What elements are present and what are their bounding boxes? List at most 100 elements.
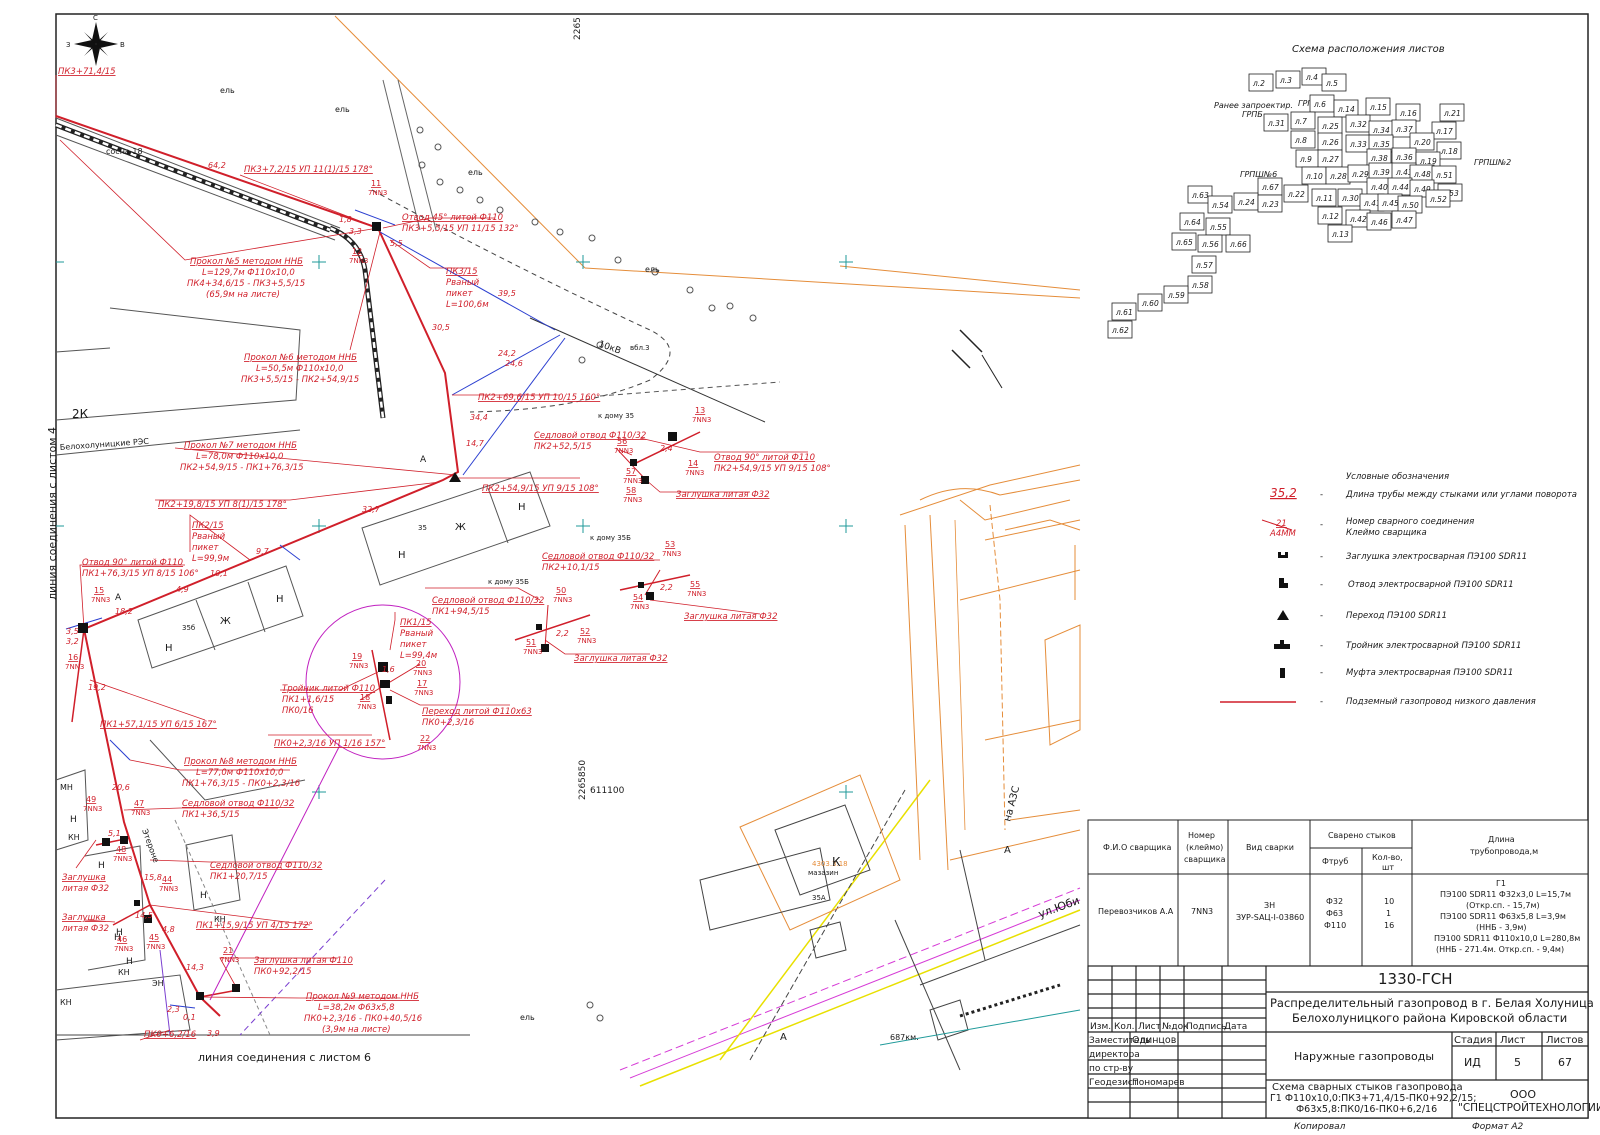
- pk-label: ПК2+54,9/15 УП 9/15 108°: [714, 464, 831, 474]
- keymap-sheet-box: [1263, 113, 1289, 132]
- weld-stamp: 7NN3: [146, 943, 165, 951]
- keymap-sheet-label: л.2: [1252, 79, 1265, 88]
- keymap-sheet-label: л.26: [1321, 138, 1339, 147]
- keymap-sheet: л.56: [1197, 234, 1223, 253]
- label-tree: ель: [335, 105, 350, 114]
- keymap-sheet-box: [1248, 73, 1274, 92]
- bld: Н: [200, 891, 207, 901]
- keymap-sheet-label: л.33: [1349, 140, 1367, 149]
- pipe-length: 3,2: [66, 637, 79, 646]
- title-block: 1330-ГСН Распределительный газопровод в …: [1087, 965, 1600, 1132]
- keymap-sheet-label: л.61: [1115, 308, 1133, 317]
- keymap-sheet-box: [1317, 206, 1343, 225]
- sign-name: Одинцов: [1132, 1035, 1177, 1046]
- legend-dash: -: [1320, 611, 1323, 621]
- th-len: Длина: [1488, 835, 1515, 844]
- bld: Н: [276, 594, 284, 605]
- pipe-length: 32,7: [362, 505, 381, 514]
- pk-label: ПК1+57,1/15 УП 6/15 167°: [100, 720, 217, 730]
- compass-n: С: [93, 14, 98, 22]
- weld-number: 58: [626, 486, 636, 495]
- fitting-label: Седловой отвод Ф110/32: [534, 431, 646, 441]
- keymap-sheet-label: л.56: [1201, 240, 1219, 249]
- keymap-sheet-box: [1163, 285, 1189, 304]
- pk-label: L=99,9м: [192, 554, 230, 564]
- pipe-length: 14,3: [186, 963, 204, 972]
- hdd-label: Прокол №5 методом ННБ: [190, 257, 303, 267]
- len-line: ПЭ100 SDR11 Ф63х5,8 L=3,9м: [1440, 912, 1566, 921]
- keymap-sheet: л.15: [1365, 97, 1391, 116]
- keymap-sheet-label: л.39: [1372, 168, 1390, 177]
- len-line: (ННБ - 3,9м): [1476, 923, 1527, 932]
- keymap-sheet-label: л.59: [1167, 291, 1185, 300]
- keymap-sheet: л.31: [1263, 113, 1289, 132]
- label-pine: сосна 18: [106, 147, 143, 156]
- pk-label: ПК2+54,9/15 УП 9/15 108°: [482, 484, 599, 494]
- pipe-length: 20,6: [112, 783, 130, 792]
- pipe-length: 14,5: [135, 911, 153, 920]
- pk-label: ПК0+92,2/15: [254, 967, 312, 977]
- weld-stamp: 7NN3: [623, 477, 642, 485]
- fitting-label: Заглушка: [62, 913, 106, 923]
- weld-number: 18: [360, 693, 370, 702]
- keymap-sheet: л.65: [1171, 232, 1197, 251]
- weld-number: 56: [617, 437, 627, 446]
- keymap-grp: ГРПШ№6: [1240, 170, 1277, 179]
- keymap-sheet-label: л.37: [1395, 125, 1413, 134]
- drawing-title: Г1 Ф110х10,0:ПК3+71,4/15-ПК0+92,2/15;: [1270, 1093, 1476, 1104]
- th-stamp: сварщика: [1184, 855, 1226, 864]
- th-count: Кол-во,: [1372, 853, 1403, 862]
- keymap-sheet-box: [1111, 302, 1137, 321]
- len-line: ПЭ100 SDR11 Ф32х3,0 L=15,7м: [1440, 890, 1571, 899]
- weld-number: 54: [633, 593, 643, 602]
- label-house: к дому 35Б: [590, 534, 631, 542]
- fitting-label: литая Ф32: [61, 924, 109, 934]
- keymap-title: Схема расположения листов: [1292, 44, 1445, 55]
- bld: Ж: [455, 522, 466, 533]
- keymap-sheet-label: л.41: [1363, 199, 1381, 208]
- legend-dash: -: [1320, 697, 1323, 707]
- hdd-label: ПК4+34,6/15 - ПК3+5,5/15: [187, 279, 305, 289]
- coupling-icon: [1280, 668, 1285, 678]
- label-a: А: [420, 455, 427, 465]
- fitting-label: Седловой отвод Ф110/32: [542, 552, 654, 562]
- rev-col: Изм.: [1090, 1022, 1111, 1032]
- keymap-sheet: л.30: [1337, 188, 1363, 207]
- weld-number: 46: [117, 935, 127, 944]
- keymap-sheet-label: л.19: [1419, 157, 1437, 166]
- keymap-sheet-box: [1436, 141, 1462, 160]
- legend-dash: -: [1320, 641, 1323, 651]
- pipe-length: 5,1: [108, 829, 121, 838]
- label-a: А: [1004, 845, 1011, 856]
- len-line: ПЭ100 SDR11 Ф110х10,0 L=280,8м: [1434, 934, 1580, 943]
- pk-label: L=99,4м: [400, 651, 438, 661]
- weld-stamp: 7NN3: [357, 703, 376, 711]
- keymap-sheet: л.26: [1317, 132, 1343, 151]
- weld-number: 19: [352, 652, 362, 661]
- legend-stamp-text: Клеймо сварщика: [1346, 528, 1427, 538]
- keymap-sheet: л.2: [1248, 73, 1274, 92]
- gas-pipeline: [55, 75, 808, 1041]
- legend-plug-text: Заглушка электросварная ПЭ100 SDR11: [1346, 552, 1527, 562]
- keymap-sheet-box: [1290, 111, 1316, 130]
- keymap-sheet-box: [1439, 103, 1465, 122]
- keymap-sheet: л.46: [1366, 212, 1392, 231]
- keymap-sheet: л.17: [1431, 121, 1457, 140]
- bld: К: [832, 855, 841, 869]
- fitting-label: Отвод 90° литой Ф110: [714, 453, 815, 463]
- pk-label: ПК2/15: [192, 521, 224, 531]
- keymap-sheet: л.12: [1317, 206, 1343, 225]
- map-labels: 2265 2265850 611100 линия соединения с л…: [46, 17, 1081, 1064]
- company-name: ООО: [1510, 1088, 1536, 1101]
- legend-dash: -: [1320, 552, 1323, 562]
- label-shop-code: 4303.3.18: [812, 860, 848, 868]
- weld-number: 45: [149, 933, 159, 942]
